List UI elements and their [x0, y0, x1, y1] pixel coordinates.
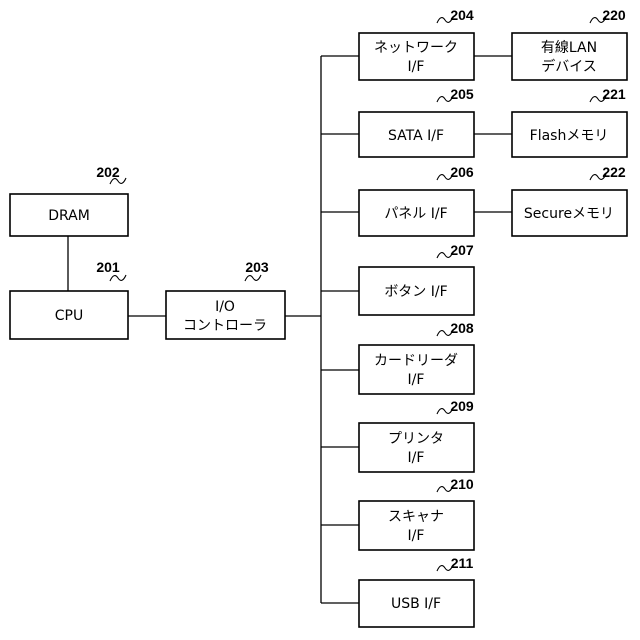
- wired-lan-device-block: 有線LAN デバイス 220: [512, 7, 627, 80]
- network-if-ref: 204: [450, 7, 474, 23]
- io-ref-leader: [245, 275, 261, 281]
- flash-memory-ref: 221: [602, 86, 626, 102]
- scanner-if-label-line1: スキャナ: [388, 509, 444, 525]
- panel-if-label: パネル I/F: [384, 206, 447, 222]
- wired-lan-device-ref: 220: [602, 7, 626, 23]
- cpu-ref: 201: [96, 259, 120, 275]
- cpu-label: CPU: [55, 308, 83, 324]
- sata-if-block: SATA I/F 205: [359, 86, 474, 157]
- card-reader-if-block: カードリーダ I/F 208: [359, 320, 474, 394]
- panel-if-block: パネル I/F 206: [359, 164, 474, 236]
- flash-memory-label: Flashメモリ: [530, 128, 609, 144]
- printer-if-label-line1: プリンタ: [388, 431, 444, 447]
- panel-if-ref: 206: [450, 164, 474, 180]
- sata-if-ref: 205: [450, 86, 474, 102]
- button-if-ref: 207: [450, 242, 474, 258]
- cpu-block: CPU 201: [10, 259, 128, 339]
- io-ref: 203: [245, 259, 269, 275]
- scanner-if-label-line2: I/F: [408, 528, 425, 544]
- io-label-line2: コントローラ: [183, 318, 267, 334]
- button-if-label: ボタン I/F: [384, 284, 447, 300]
- secure-memory-block: Secureメモリ 222: [512, 164, 627, 236]
- dram-block: DRAM 202: [10, 164, 128, 236]
- dram-label: DRAM: [48, 208, 90, 224]
- printer-if-label-line2: I/F: [408, 450, 425, 466]
- usb-if-block: USB I/F 211: [359, 555, 474, 627]
- network-if-label-line2: I/F: [408, 59, 425, 75]
- dram-ref: 202: [96, 164, 120, 180]
- card-reader-if-ref: 208: [450, 320, 474, 336]
- usb-if-label: USB I/F: [391, 596, 441, 612]
- usb-if-ref: 211: [451, 555, 474, 571]
- io-controller-block: I/O コントローラ 203: [166, 259, 285, 339]
- network-if-block: ネットワーク I/F 204: [359, 7, 474, 80]
- wired-lan-device-label-line1: 有線LAN: [541, 40, 597, 56]
- network-if-label-line1: ネットワーク: [374, 40, 458, 56]
- scanner-if-block: スキャナ I/F 210: [359, 476, 474, 550]
- sata-if-label: SATA I/F: [388, 128, 444, 144]
- io-label-line1: I/O: [215, 299, 235, 315]
- card-reader-if-label-line2: I/F: [408, 372, 425, 388]
- button-if-block: ボタン I/F 207: [359, 242, 474, 315]
- wired-lan-device-label-line2: デバイス: [541, 58, 597, 75]
- printer-if-block: プリンタ I/F 209: [359, 398, 474, 472]
- printer-if-ref: 209: [450, 398, 474, 414]
- card-reader-if-label-line1: カードリーダ: [374, 353, 458, 369]
- scanner-if-ref: 210: [450, 476, 474, 492]
- cpu-ref-leader: [110, 275, 126, 281]
- flash-memory-block: Flashメモリ 221: [512, 86, 627, 157]
- secure-memory-ref: 222: [602, 164, 626, 180]
- secure-memory-label: Secureメモリ: [524, 206, 614, 222]
